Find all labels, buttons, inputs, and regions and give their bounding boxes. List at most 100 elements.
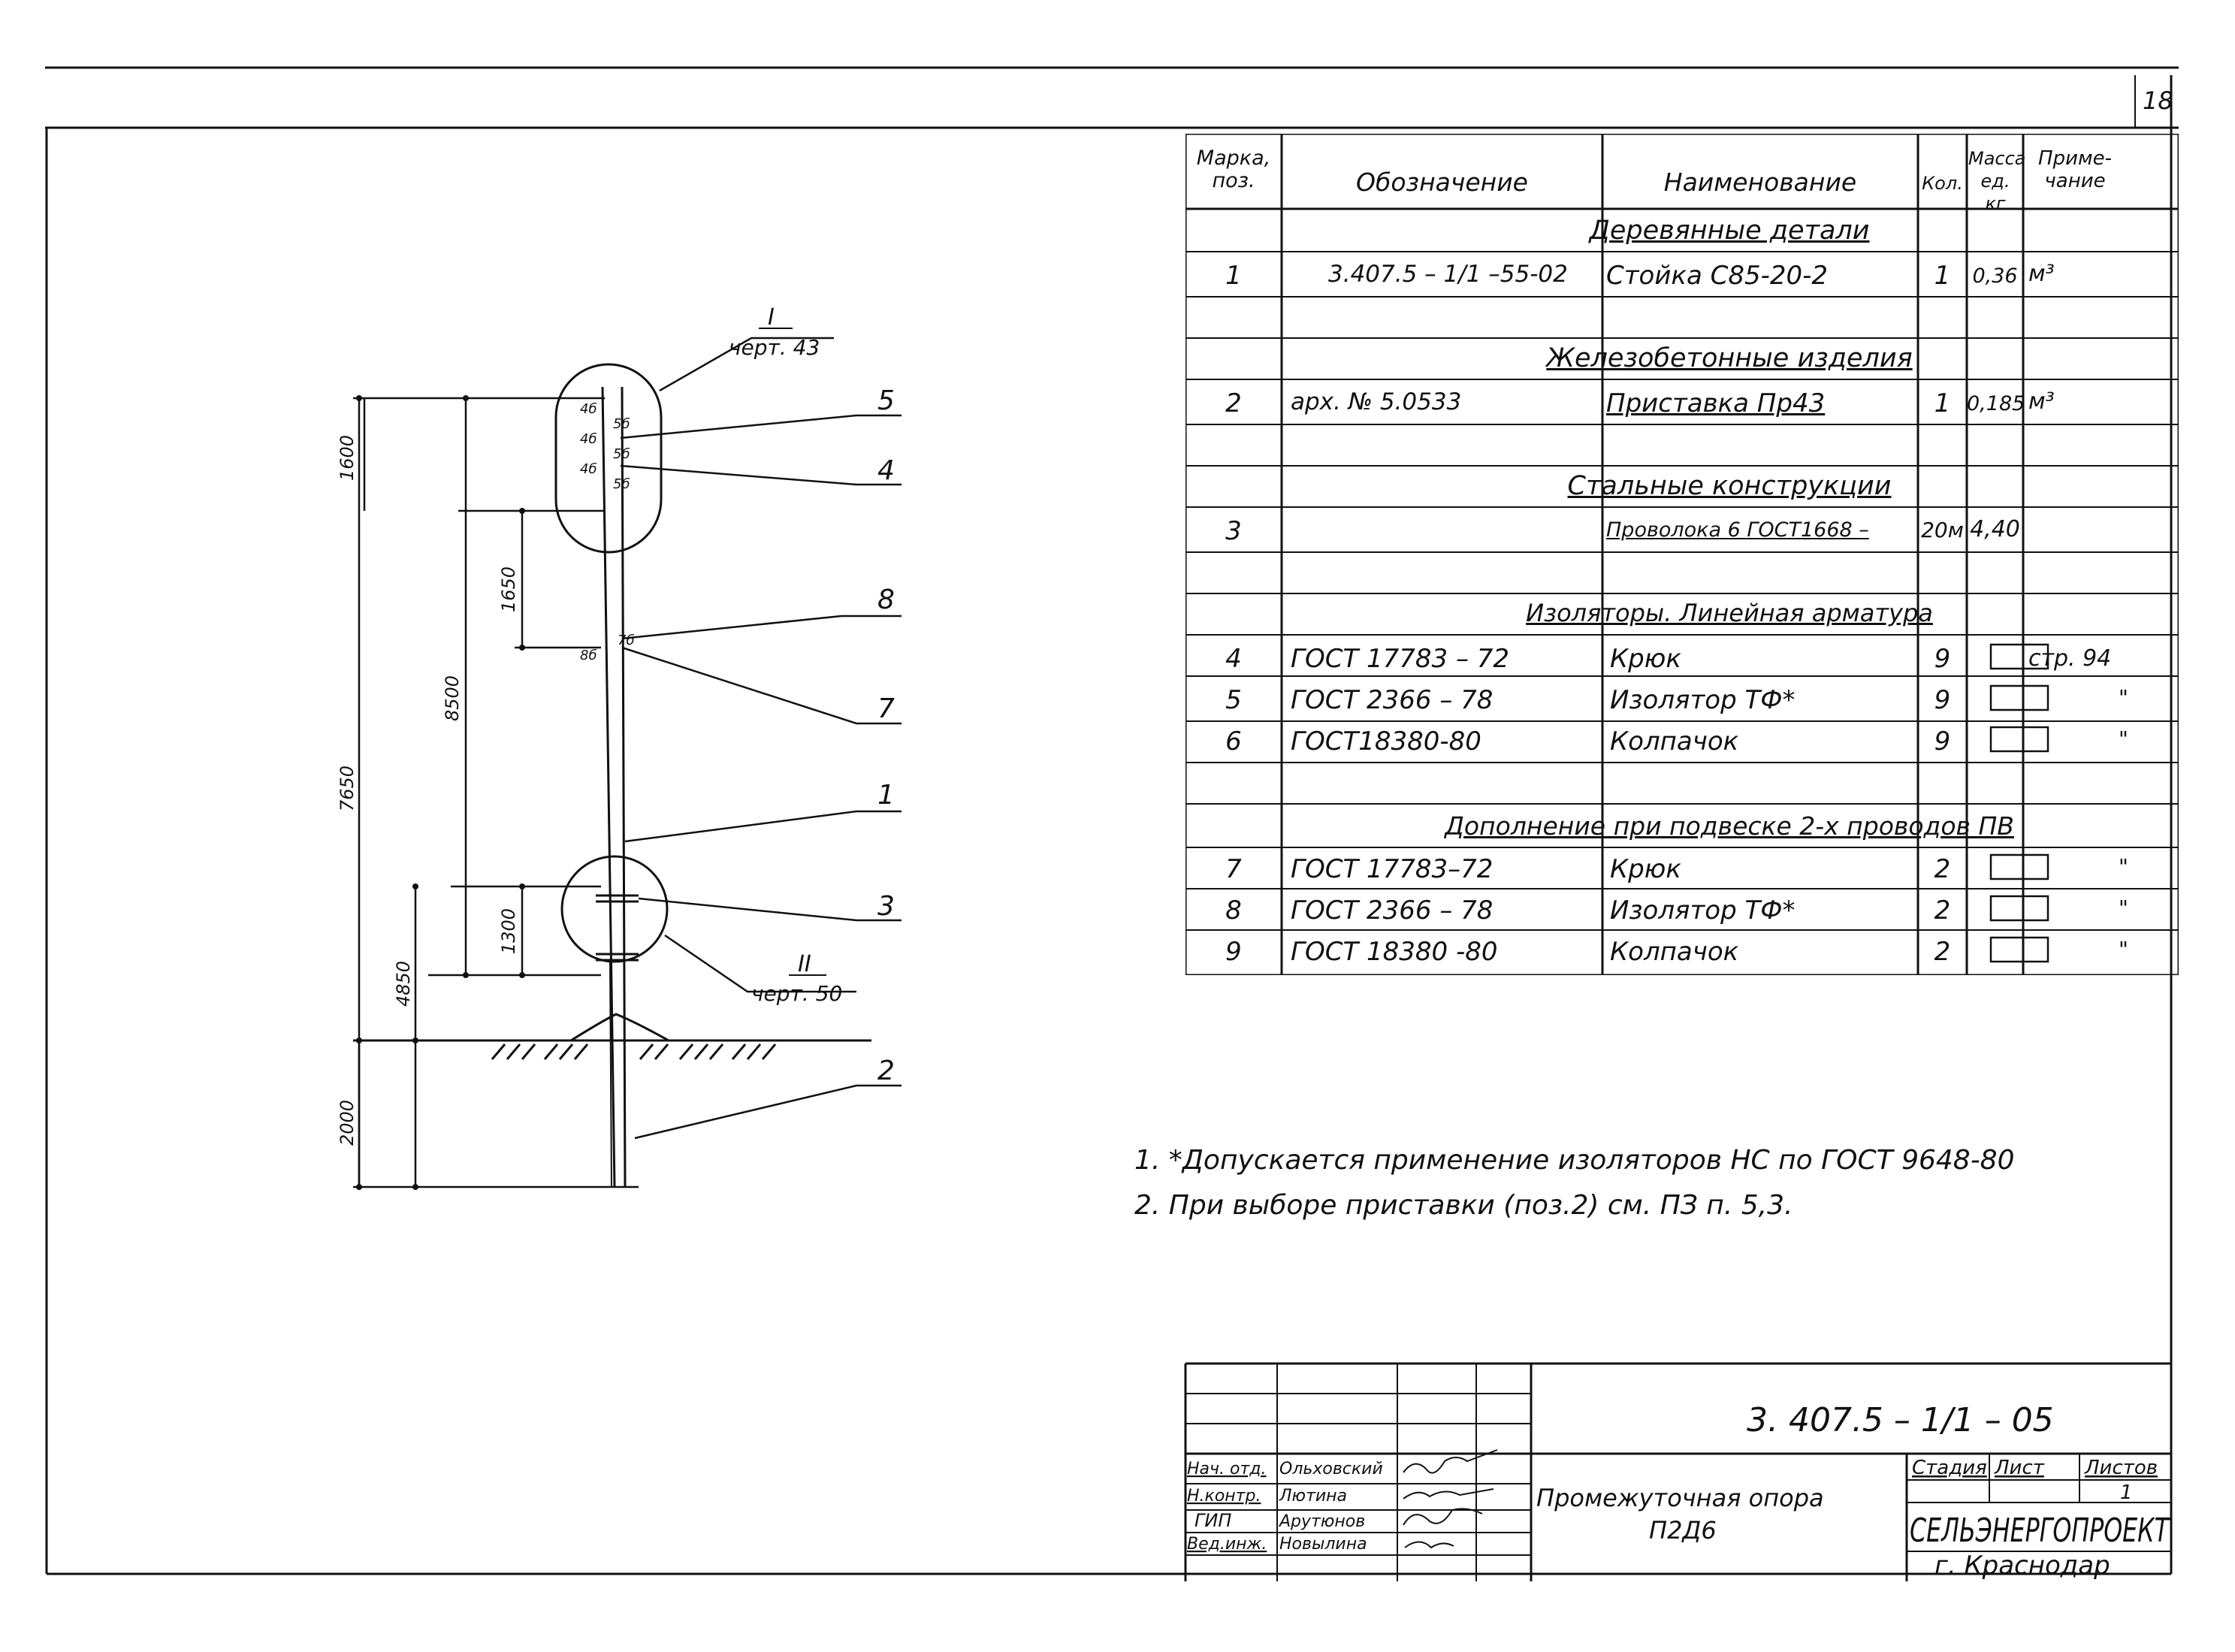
row-qty: 1: [1934, 261, 1951, 291]
row-pos: 5: [1225, 685, 1242, 715]
row-designation: ГОСТ 2366 – 78: [1291, 685, 1494, 715]
header-qty: Кол.: [1922, 173, 1963, 194]
row-name: Крюк: [1610, 854, 1681, 884]
callout-1: 1: [877, 780, 895, 811]
dim-4850: 4850: [393, 961, 414, 1007]
sig-name: Лютина: [1279, 1487, 1347, 1506]
pole-body: [601, 386, 627, 1188]
row-qty: 9: [1934, 685, 1951, 715]
callout-7: 7: [877, 693, 895, 724]
row-name: Изолятор ТФ*: [1610, 685, 1796, 715]
row-mass: 0,36: [1972, 264, 2018, 288]
pole-drawing: 5 4 8 7 1 3 2 I черт. 43 II черт. 50 160…: [337, 304, 902, 1190]
view-ref-1-sheet: черт. 43: [729, 335, 820, 360]
row-name: Приставка Пр43: [1606, 388, 1826, 418]
pole-label: 4б: [580, 461, 597, 477]
section-title: Изоляторы. Линейная арматура: [1526, 599, 1933, 627]
sig-role: Вед.инж.: [1187, 1535, 1267, 1554]
section-title: Железобетонные изделия: [1546, 343, 1913, 373]
company-name: СЕЛЬЭНЕРГОПРОЕКТ: [1910, 1512, 2170, 1550]
row-pos: 4: [1225, 644, 1242, 674]
note-line: 2. При выборе приставки (поз.2) см. ПЗ п…: [1134, 1190, 1793, 1221]
callout-3: 3: [877, 891, 895, 922]
company-city: г. Краснодар: [1934, 1551, 2110, 1581]
sig-role: Н.контр.: [1187, 1487, 1261, 1506]
dim-2000: 2000: [337, 1100, 358, 1146]
view-ref-1-roman: I: [768, 304, 775, 331]
row-qty: 9: [1934, 726, 1951, 757]
callout-8: 8: [877, 584, 895, 615]
dim-1650: 1650: [498, 566, 519, 612]
header-mark: Марка, поз.: [1196, 146, 1271, 192]
row-name: Крюк: [1610, 644, 1681, 674]
callout-5: 5: [877, 385, 895, 416]
pole-label: 5б: [613, 476, 630, 492]
detail-oval-1: [554, 363, 663, 554]
dim-8500: 8500: [442, 675, 463, 721]
row-note: м³: [2028, 261, 2055, 287]
header-note: Приме- чание: [2038, 147, 2112, 192]
row-qty: 9: [1934, 644, 1951, 674]
row-note: ": [2119, 854, 2128, 879]
row-designation: 3.407.5 – 1/1 –55-02: [1328, 261, 1568, 288]
row-mass: 0,185: [1967, 392, 2025, 415]
header-designation: Обозначение: [1356, 168, 1528, 197]
row-name: Проволока 6 ГОСТ1668 –: [1606, 518, 1869, 542]
row-pos: 9: [1225, 937, 1242, 967]
row-pos: 3: [1225, 516, 1242, 546]
row-name: Изолятор ТФ*: [1610, 895, 1796, 926]
ground: [353, 1013, 871, 1060]
title-code: 3. 407.5 – 1/1 – 05: [1747, 1401, 2054, 1439]
view-ref-2-roman: II: [798, 951, 811, 977]
pole-label: 4б: [580, 401, 597, 417]
row-qty: 20м: [1921, 518, 1964, 542]
row-pos: 8: [1225, 895, 1242, 926]
notes: 1. *Допускается применение изоляторов НС…: [1134, 1138, 2015, 1228]
row-mass: 4,40: [1970, 516, 2020, 542]
row-note: стр. 94: [2028, 645, 2112, 672]
row-name: Стойка С85-20-2: [1606, 261, 1829, 291]
sig-role: ГИП: [1195, 1510, 1231, 1531]
section-title: Стальные конструкции: [1567, 471, 1892, 501]
stage-label: Стадия: [1912, 1457, 1987, 1479]
row-designation: ГОСТ18380-80: [1291, 726, 1481, 757]
row-qty: 2: [1934, 854, 1951, 884]
row-note: ": [2119, 937, 2128, 962]
dim-1300: 1300: [498, 908, 519, 954]
row-note: м³: [2028, 388, 2055, 415]
row-designation: ГОСТ 17783 – 72: [1291, 644, 1510, 674]
page-number: 18: [2143, 86, 2173, 115]
row-name: Колпачок: [1610, 937, 1739, 967]
sheets-value: 1: [2120, 1481, 2133, 1504]
row-pos: 7: [1225, 854, 1242, 884]
pole-label: 5б: [613, 446, 630, 462]
callout-4: 4: [877, 455, 895, 486]
view-ref-2-sheet: черт. 50: [751, 981, 842, 1006]
row-designation: арх. № 5.0533: [1291, 388, 1462, 415]
header-name: Наименование: [1663, 168, 1857, 197]
section-title: Деревянные детали: [1589, 216, 1870, 246]
sig-role: Нач. отд.: [1187, 1460, 1267, 1478]
pole-label: 8б: [580, 648, 597, 663]
row-note: ": [2119, 895, 2128, 920]
callout-2: 2: [877, 1056, 895, 1086]
sig-name: Арутюнов: [1278, 1512, 1365, 1531]
sig-name: Ольховский: [1279, 1460, 1383, 1478]
row-qty: 2: [1934, 937, 1951, 967]
row-pos: 1: [1225, 261, 1242, 291]
row-designation: ГОСТ 18380 -80: [1291, 937, 1498, 967]
row-pos: 2: [1225, 388, 1242, 418]
title-line1: Промежуточная опора: [1536, 1484, 1824, 1512]
sheet-label: Лист: [1994, 1457, 2045, 1479]
pole-label: 4б: [580, 431, 597, 447]
row-name: Колпачок: [1610, 726, 1739, 757]
row-note: ": [2119, 726, 2128, 751]
note-line: 1. *Допускается применение изоляторов НС…: [1134, 1145, 2015, 1176]
pole-label: 7б: [618, 633, 635, 648]
section-title: Дополнение при подвеске 2-х проводов ПВ: [1445, 811, 2014, 841]
signature-scribbles: [1403, 1449, 1498, 1549]
dim-7650: 7650: [337, 766, 358, 811]
title-line2: П2Д6: [1649, 1516, 1717, 1545]
